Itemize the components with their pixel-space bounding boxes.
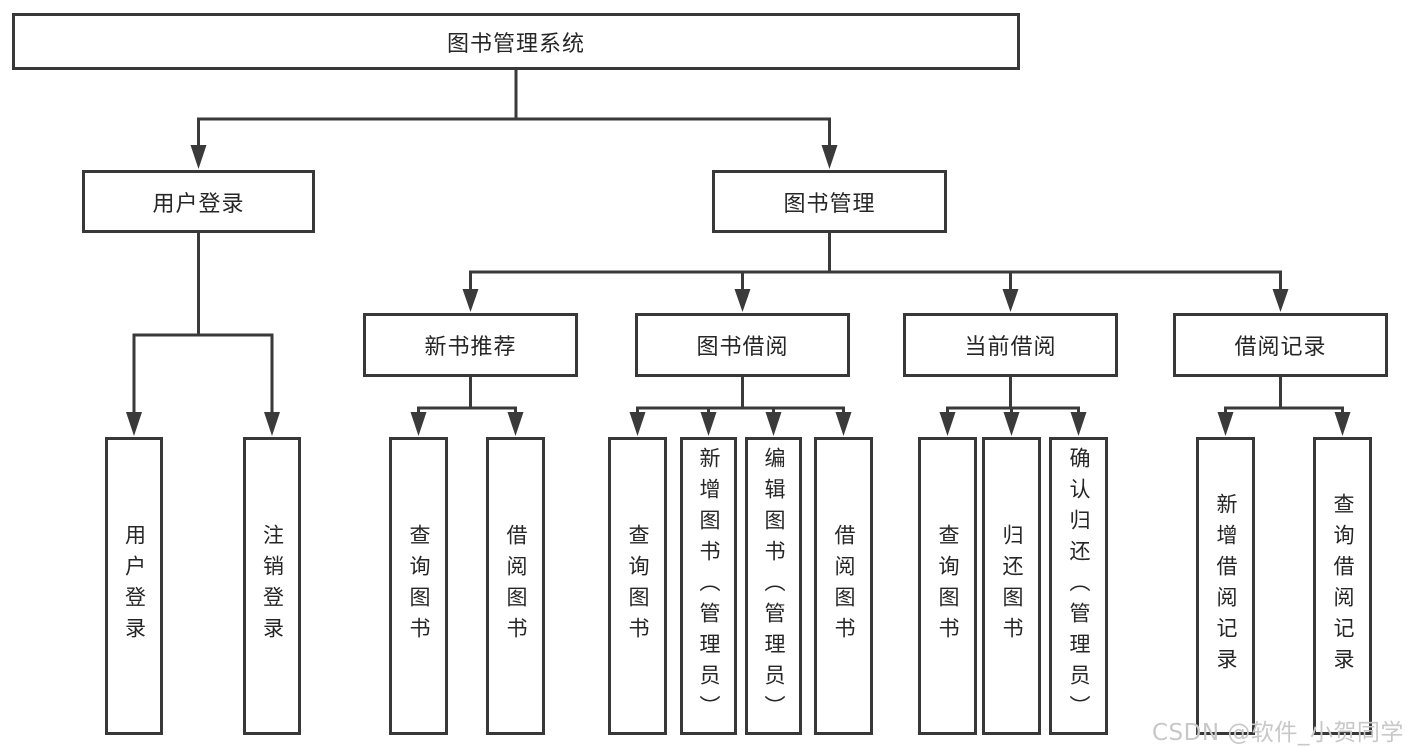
node-label: 确认归还（管理员） xyxy=(1067,446,1091,726)
node-label: 当前借阅 xyxy=(964,335,1057,360)
node-borrowing-records: 借阅记录 xyxy=(1173,313,1388,377)
node-label: 借阅图书 xyxy=(832,524,856,648)
node-label: 注销登录 xyxy=(260,524,285,648)
node-current-borrowing: 当前借阅 xyxy=(903,313,1118,377)
leaf-borrow-book-recommend: 借阅图书 xyxy=(486,437,545,735)
leaf-logout: 注销登录 xyxy=(243,437,301,735)
leaf-user-login: 用户登录 xyxy=(105,437,163,735)
node-label: 归还图书 xyxy=(1000,524,1024,648)
node-label: 借阅图书 xyxy=(504,524,528,648)
leaf-borrow-book: 借阅图书 xyxy=(814,437,873,735)
leaf-return-book: 归还图书 xyxy=(982,437,1041,735)
leaf-edit-book-admin: 编辑图书（管理员） xyxy=(745,437,802,735)
node-label: 查询图书 xyxy=(936,524,960,648)
node-label: 图书管理系统 xyxy=(446,31,585,57)
node-label: 查询图书 xyxy=(407,524,431,648)
node-label: 新增借阅记录 xyxy=(1214,493,1238,679)
node-system-root: 图书管理系统 xyxy=(12,13,1020,70)
csdn-watermark: CSDN @软件_小贺同学 xyxy=(1152,720,1404,746)
node-new-book-recommend: 新书推荐 xyxy=(363,313,578,377)
node-label: 图书借阅 xyxy=(696,335,789,360)
leaf-query-borrow-record: 查询借阅记录 xyxy=(1313,437,1372,735)
node-label: 借阅记录 xyxy=(1234,335,1327,360)
leaf-add-borrow-record: 新增借阅记录 xyxy=(1196,437,1255,735)
leaf-query-book-borrowing: 查询图书 xyxy=(608,437,667,735)
node-label: 用户登录 xyxy=(122,524,147,648)
leaf-query-book-recommend: 查询图书 xyxy=(389,437,448,735)
leaf-query-book-current: 查询图书 xyxy=(918,437,977,735)
node-book-borrowing: 图书借阅 xyxy=(635,313,850,377)
arrowheads xyxy=(126,145,1351,436)
node-label: 图书管理 xyxy=(783,191,876,217)
node-label: 新书推荐 xyxy=(424,335,517,360)
leaf-add-book-admin: 新增图书（管理员） xyxy=(680,437,737,735)
leaf-confirm-return-admin: 确认归还（管理员） xyxy=(1049,437,1108,735)
node-user-login-module: 用户登录 xyxy=(82,170,315,233)
node-label: 查询借阅记录 xyxy=(1331,493,1355,679)
node-book-management-module: 图书管理 xyxy=(712,170,947,233)
node-label: 新增图书（管理员） xyxy=(697,446,721,726)
node-label: 查询图书 xyxy=(626,524,650,648)
node-label: 用户登录 xyxy=(152,191,245,217)
node-label: 编辑图书（管理员） xyxy=(762,446,786,726)
